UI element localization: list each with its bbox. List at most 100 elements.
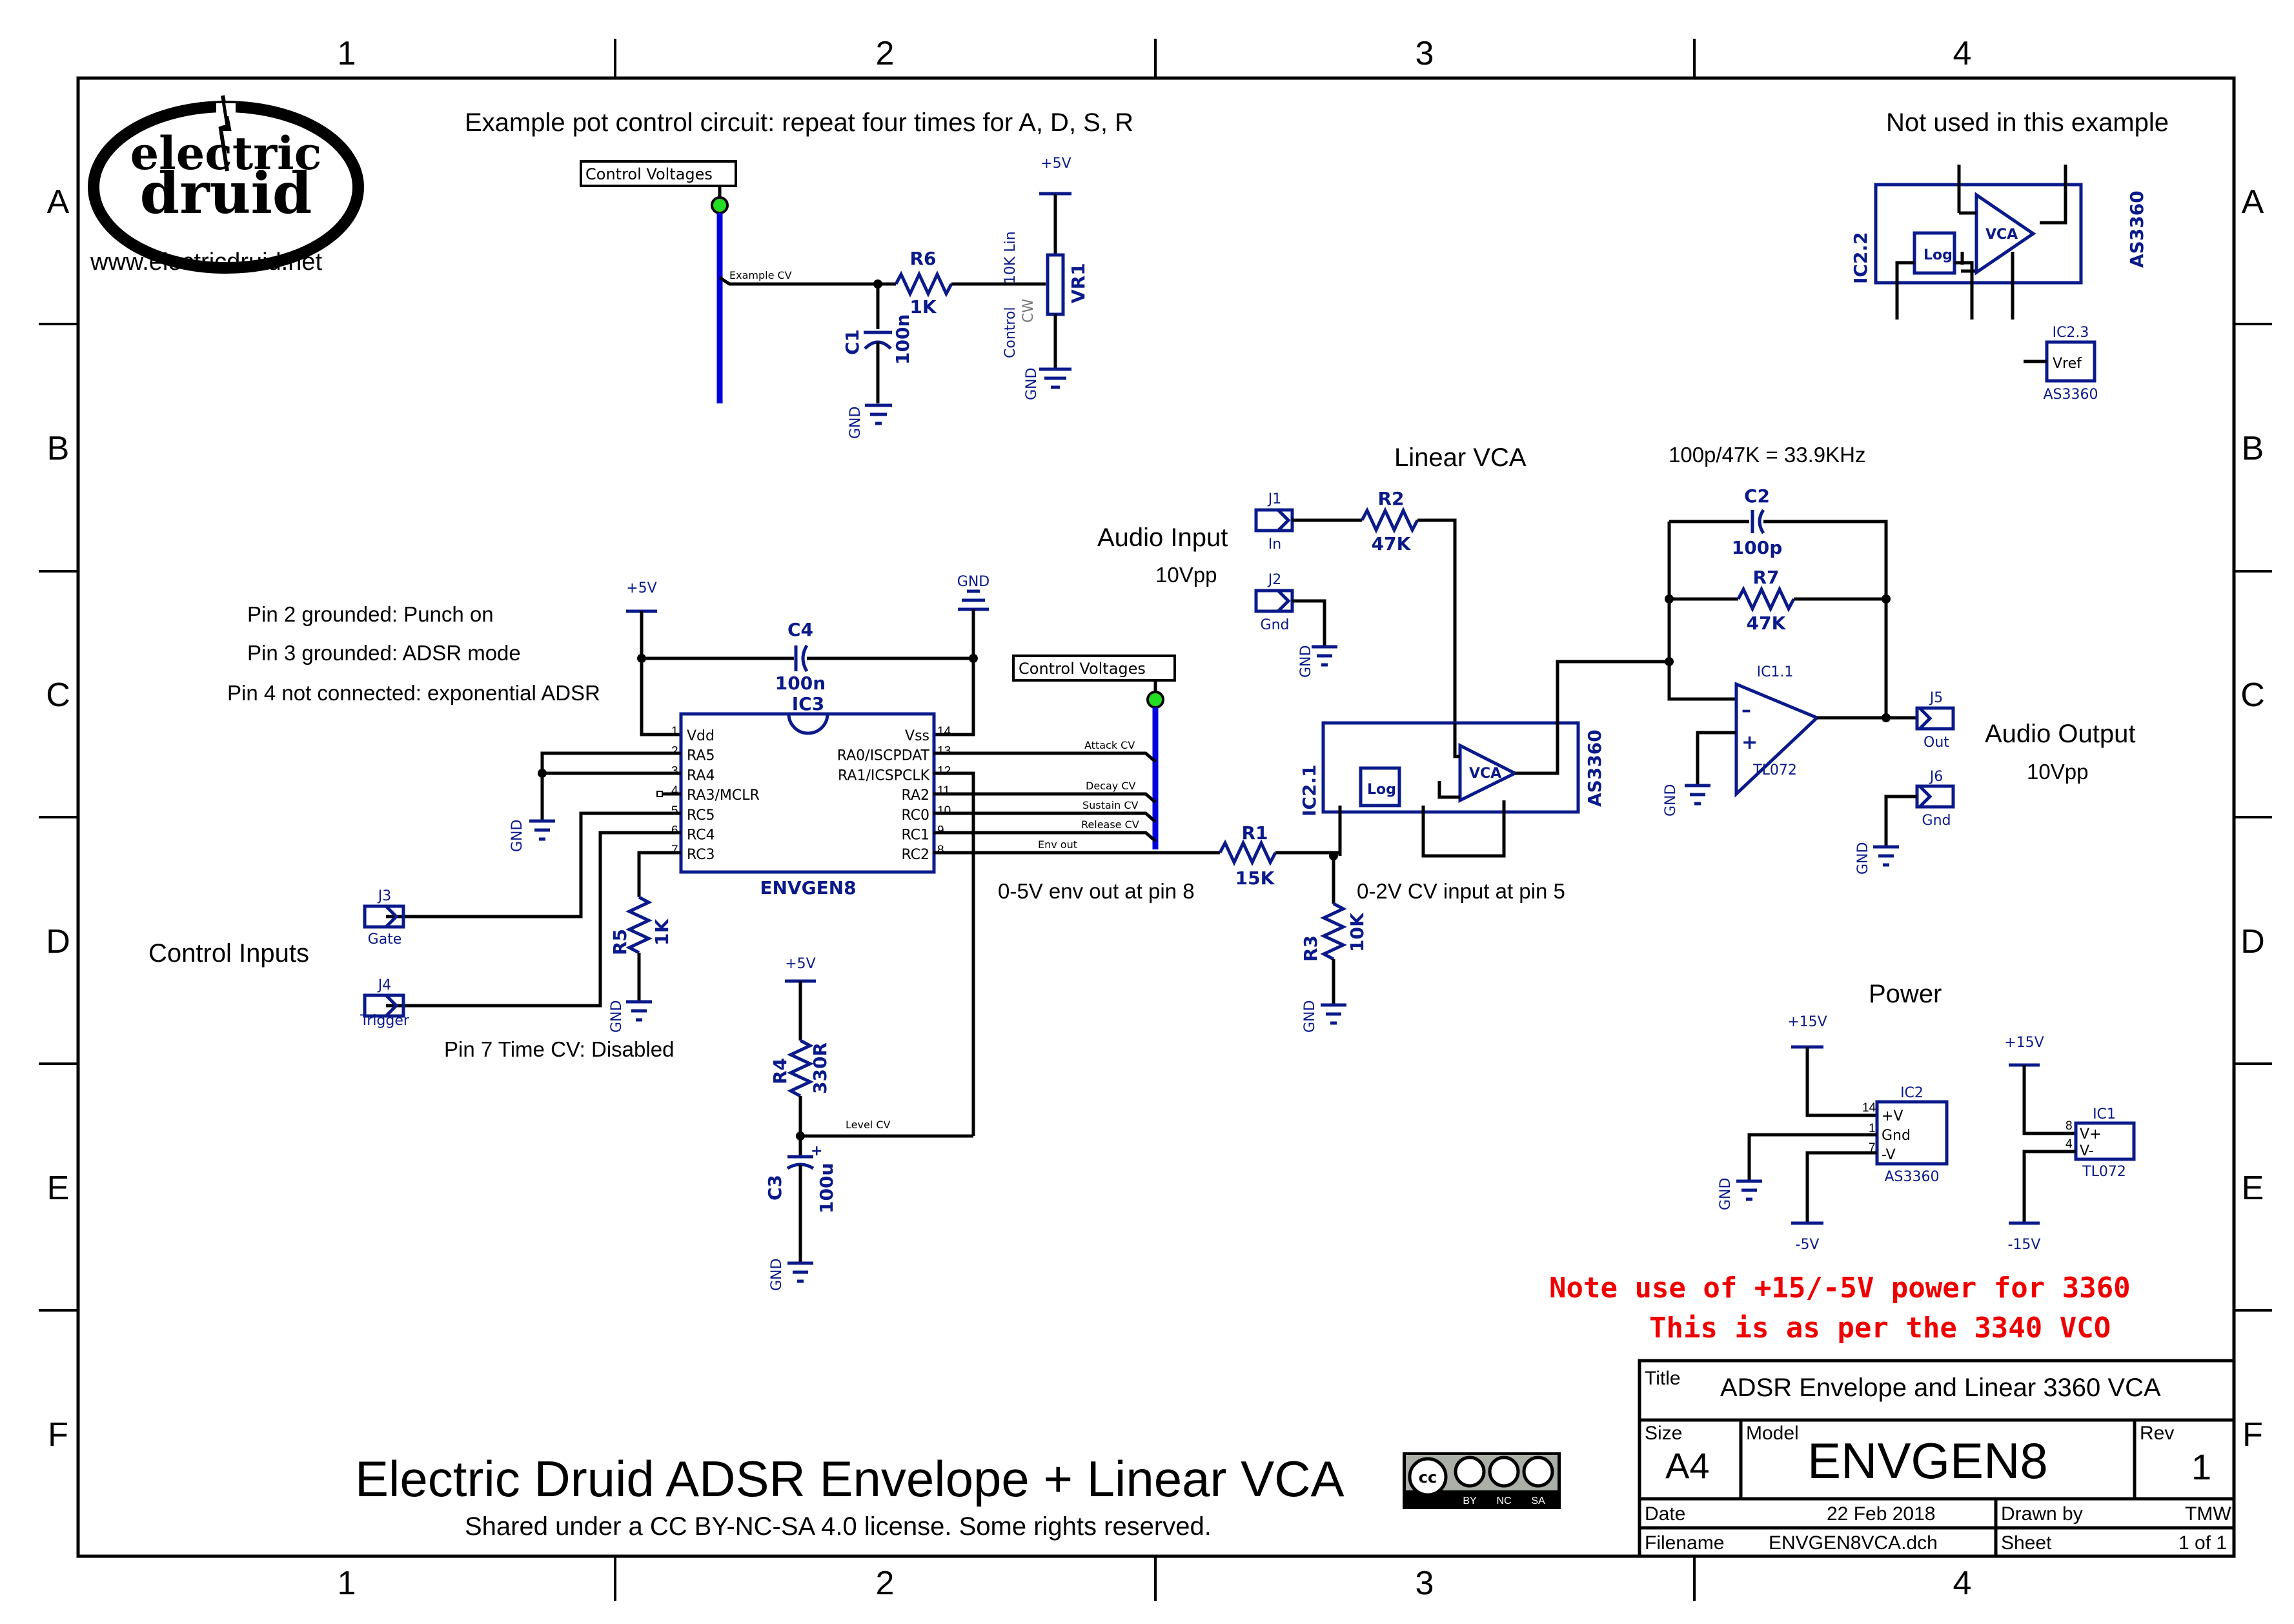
pin-number: 8 bbox=[2066, 1119, 2073, 1133]
no-connect-marker bbox=[656, 791, 663, 797]
note-control-inputs: Control Inputs bbox=[148, 939, 309, 968]
note-not-used: Not used in this example bbox=[1886, 108, 2169, 137]
gnd-label: GND bbox=[1718, 1178, 1734, 1210]
part-label: AS3360 bbox=[2043, 387, 2098, 403]
gnd-label: GND bbox=[1298, 645, 1314, 678]
jack-j1[interactable]: J1 In bbox=[1254, 491, 1294, 553]
note-pin3: Pin 3 grounded: ADSR mode bbox=[247, 641, 521, 665]
ref-label: C2 bbox=[1744, 485, 1770, 507]
bus-connector-icon bbox=[1146, 691, 1164, 709]
bus-connector-icon bbox=[711, 196, 729, 214]
pin-number: 7 bbox=[1869, 1141, 1876, 1155]
jack-j2[interactable]: J2 Gnd bbox=[1254, 572, 1294, 633]
col-label: 3 bbox=[1416, 35, 1434, 72]
resistor-r5: R5 1K bbox=[609, 895, 673, 955]
bus-label-text: Control Voltages bbox=[1019, 660, 1146, 678]
pin-number: 7 bbox=[671, 844, 678, 857]
license-text: Shared under a CC BY-NC-SA 4.0 license. … bbox=[465, 1512, 1212, 1541]
plus-sign: + bbox=[1741, 731, 1758, 754]
filename-label: Filename bbox=[1645, 1532, 1724, 1554]
power-warning-line2: This is as per the 3340 VCO bbox=[1649, 1312, 2111, 1345]
bus-label-text: Control Voltages bbox=[585, 165, 713, 183]
jack-label: Trigger bbox=[360, 1013, 410, 1029]
ref-label: J1 bbox=[1267, 491, 1282, 507]
pin-name: RC5 bbox=[687, 807, 715, 824]
column-labels-top: 1 2 3 4 bbox=[338, 35, 1972, 72]
power-warning-line1: Note use of +15/-5V power for 3360 bbox=[1549, 1272, 2131, 1304]
ref-label: IC2.2 bbox=[1850, 232, 1871, 284]
value-label: 15K bbox=[1235, 868, 1275, 889]
net-label: Release CV bbox=[1081, 818, 1139, 831]
sheet-value: 1 of 1 bbox=[2178, 1532, 2227, 1554]
jack-j4[interactable]: J4 Trigger bbox=[360, 977, 410, 1029]
cc-by-label: BY bbox=[1463, 1496, 1477, 1507]
capacitor-c4: C4 100n bbox=[775, 619, 826, 694]
title-label: Title bbox=[1645, 1368, 1681, 1389]
gnd-symbol: GND bbox=[769, 1259, 813, 1291]
pin-name: +V bbox=[1882, 1108, 1903, 1124]
note-cv-in: 0-2V CV input at pin 5 bbox=[1357, 879, 1565, 903]
ref-label: R7 bbox=[1752, 567, 1779, 588]
model-value: ENVGEN8 bbox=[1807, 1432, 2048, 1489]
note-audio-input-level: 10Vpp bbox=[1155, 563, 1217, 587]
pin-number: 10 bbox=[937, 804, 951, 818]
by-icon bbox=[1454, 1456, 1486, 1488]
note-pin2: Pin 2 grounded: Punch on bbox=[247, 602, 494, 626]
ref-label: J6 bbox=[1929, 769, 1944, 785]
ref-label: J3 bbox=[377, 888, 392, 904]
desc-label: Control bbox=[1002, 307, 1019, 358]
col-label: 4 bbox=[1953, 35, 1972, 72]
jack-label: Out bbox=[1924, 735, 1949, 751]
pot-control-example: Control Voltages Example CV C1 100n GND … bbox=[580, 156, 1089, 439]
jack-label: Gnd bbox=[1261, 617, 1290, 633]
value-label: 330R bbox=[809, 1042, 831, 1094]
ref-label: IC2 bbox=[1900, 1085, 1924, 1101]
gnd-symbol: GND bbox=[1302, 1000, 1346, 1033]
ic2-3-vref: Vref IC2.3 AS3360 bbox=[2024, 325, 2098, 403]
capacitor-c3: + C3 100u bbox=[764, 1143, 837, 1213]
net-label: Example CV bbox=[729, 269, 792, 281]
pin-name: RC3 bbox=[687, 847, 715, 863]
net-label: Env out bbox=[1038, 838, 1077, 851]
cc-license-badge[interactable]: cc BY NC SA bbox=[1403, 1452, 1561, 1509]
pin-number: 9 bbox=[937, 824, 944, 838]
value-label: 1K bbox=[651, 919, 673, 946]
pin-name: V- bbox=[2080, 1143, 2094, 1159]
gnd-label: GND bbox=[848, 407, 864, 439]
net-label: Sustain CV bbox=[1082, 799, 1139, 811]
cw-label: CW bbox=[1020, 299, 1037, 323]
gnd-symbol: GND bbox=[509, 819, 555, 852]
gnd-label: GND bbox=[1302, 1000, 1318, 1033]
logo-text-druid: druid bbox=[140, 159, 312, 227]
vca-block-label: VCA bbox=[1469, 766, 1501, 782]
gnd-label: GND bbox=[769, 1259, 785, 1291]
nc-icon bbox=[1488, 1456, 1520, 1488]
gnd-label: GND bbox=[1855, 842, 1871, 875]
row-label: F bbox=[48, 1416, 68, 1454]
jack-j5[interactable]: J5 Out bbox=[1915, 690, 1955, 751]
resistor-r2: R2 47K bbox=[1360, 488, 1419, 554]
ref-label: IC1 bbox=[2093, 1106, 2116, 1122]
col-label: 2 bbox=[876, 1565, 895, 1602]
capacitor-c1: C1 100n bbox=[842, 314, 913, 403]
note-audio-output-level: 10Vpp bbox=[2027, 760, 2088, 784]
sa-icon bbox=[1522, 1456, 1554, 1488]
pin-number: 14 bbox=[1862, 1101, 1876, 1115]
gnd-label: GND bbox=[1663, 784, 1679, 817]
jack-j6[interactable]: J6 Gnd bbox=[1915, 769, 1955, 829]
value-label: 100n bbox=[892, 314, 913, 365]
drawn-by-label: Drawn by bbox=[2001, 1503, 2083, 1525]
gnd-symbol: GND bbox=[1663, 784, 1710, 817]
part-label: ENVGEN8 bbox=[760, 877, 856, 898]
note-pot-example: Example pot control circuit: repeat four… bbox=[465, 108, 1133, 137]
row-label: D bbox=[46, 923, 70, 960]
ref-label: IC2.1 bbox=[1299, 764, 1320, 817]
jack-j3[interactable]: J3 Gate bbox=[363, 888, 405, 948]
row-label: B bbox=[47, 430, 70, 467]
ref-label: IC1.1 bbox=[1757, 664, 1794, 680]
p5v-label: +5V bbox=[1040, 156, 1071, 172]
sheet-frame bbox=[39, 39, 2272, 1601]
pin-number: 8 bbox=[937, 844, 944, 857]
m5v-label: -5V bbox=[1796, 1237, 1820, 1253]
note-env-out: 0-5V env out at pin 8 bbox=[998, 879, 1195, 903]
